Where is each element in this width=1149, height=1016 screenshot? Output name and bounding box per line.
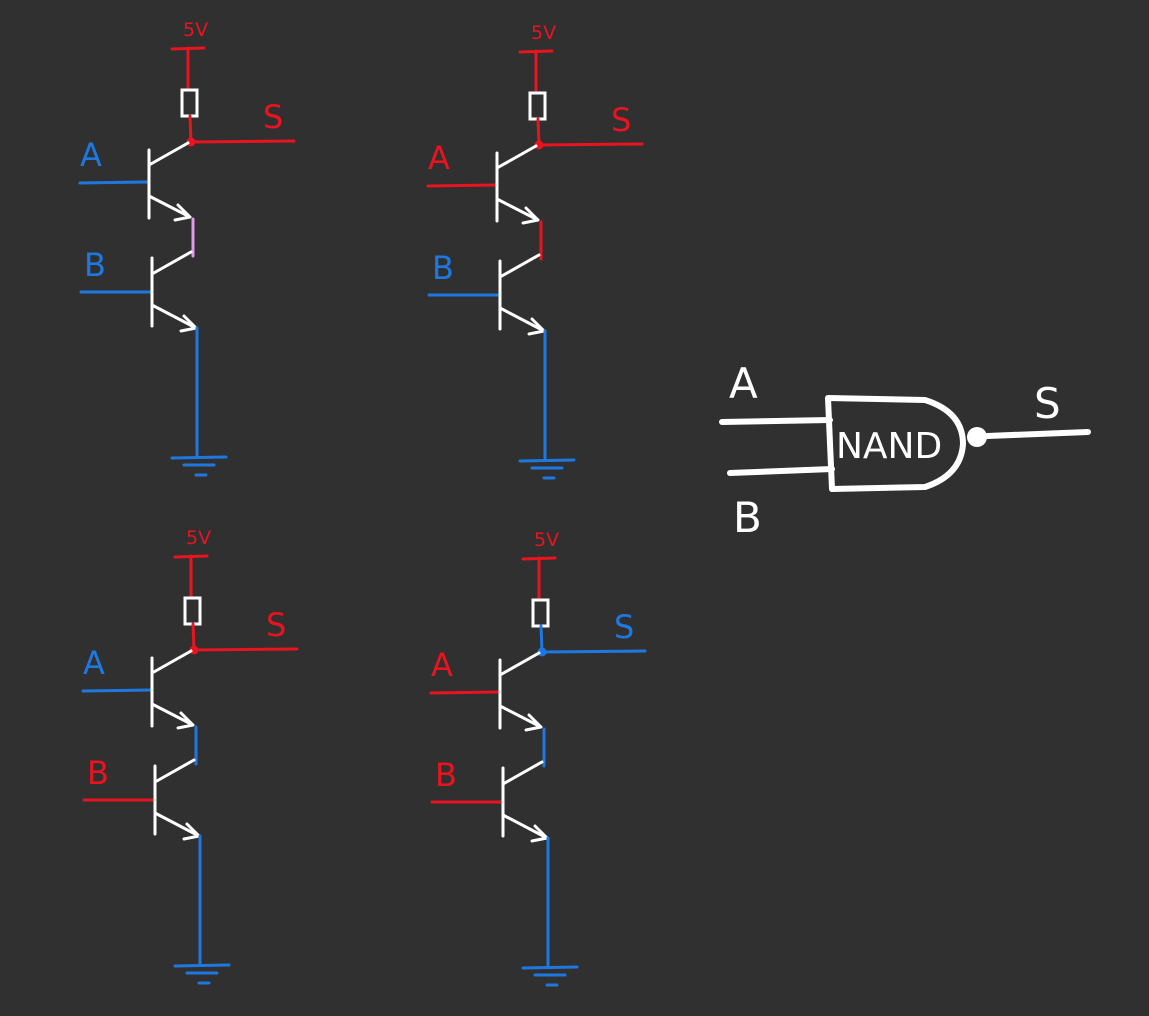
circuit-1: 5V S A B [78,19,296,477]
circuit-2: 5V S A B [426,22,644,480]
transistor-b-emitter [498,306,546,336]
gate-label: NAND [836,426,942,467]
input-a-label: A [83,644,105,682]
resistor [531,598,550,628]
input-a-label: A [428,139,450,177]
vcc-label: 5V [186,527,211,549]
output-wire [540,649,647,654]
resistor [528,91,547,121]
transistor-b-emitter [153,811,201,841]
transistor-a-emitter [495,197,540,225]
transistor-a-emitter [498,704,543,732]
ground-symbol [170,455,228,477]
circuit-4: 5V S A B [429,529,647,987]
vcc-label: 5V [531,22,556,44]
transistor-a-collector [498,651,541,677]
transistor-b-emitter [501,813,549,843]
input-b-label: B [435,756,457,794]
transistor-b-collector [150,250,193,276]
input-a-wire [429,690,501,695]
gate-input-b-label: B [733,493,762,542]
input-a-wire [81,688,153,693]
output-wire [537,142,644,147]
input-b-label: B [84,246,106,284]
input-b-label: B [87,754,109,792]
transistor-b-emitter [150,303,198,333]
input-b-label: B [432,249,454,287]
circuit-3: 5V S A B [81,527,299,985]
output-label: S [263,98,283,136]
output-wire [189,139,296,144]
output-label: S [266,606,286,644]
gate-bubble [967,427,987,447]
gate-input-a-label: A [729,359,758,408]
output-wire [192,647,299,652]
gate-input-b-wire [727,466,835,476]
transistor-b-collector [501,760,544,786]
ground-symbol [518,458,576,480]
gate-body [825,395,966,492]
resistor [183,596,202,626]
transistor-a-collector [150,649,193,675]
vcc-label: 5V [534,529,559,551]
input-a-label: A [80,136,102,174]
gate-output-wire [984,429,1091,439]
vcc-label: 5V [183,19,208,41]
input-a-label: A [431,646,453,684]
vcc-rail [518,49,554,93]
gate-output-label: S [1034,379,1061,428]
vcc-rail [173,554,209,598]
transistor-a-collector [495,144,538,170]
input-a-wire [78,180,150,185]
gate-input-a-wire [719,417,833,425]
ground-symbol [173,963,231,985]
output-label: S [611,101,631,139]
transistor-a-emitter [150,702,195,730]
transistor-b-collector [498,253,541,279]
input-a-wire [426,183,498,188]
resistor [180,88,199,118]
transistor-b-collector [153,758,196,784]
transistor-a-collector [147,141,190,167]
vcc-rail [521,556,557,600]
ground-symbol [521,965,579,987]
nand-gate-symbol: NAND A B S [719,359,1091,542]
vcc-rail [170,46,206,90]
output-label: S [614,608,634,646]
transistor-a-emitter [147,194,192,222]
transistor-circuits: 5V S A B 5V S A B 5V S A B 5V S A B [78,19,647,987]
